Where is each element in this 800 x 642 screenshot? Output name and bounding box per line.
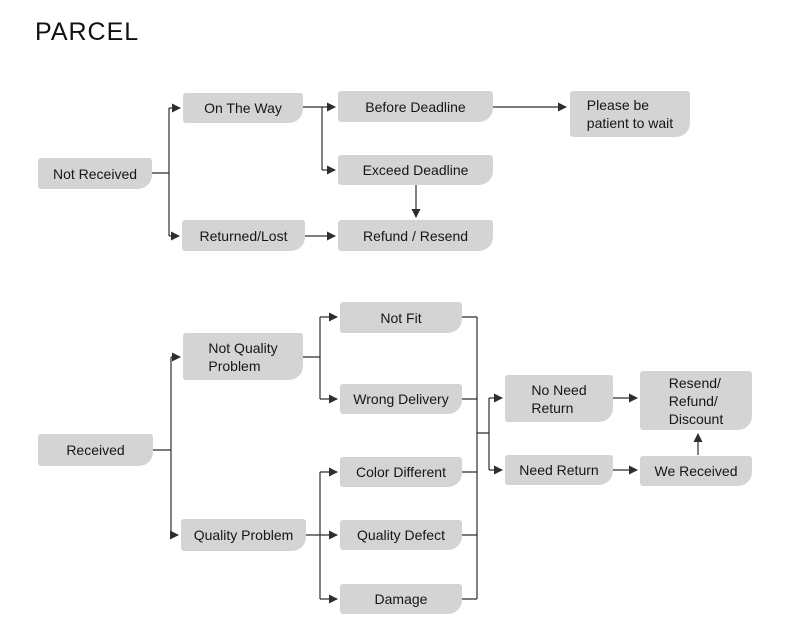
node-before-deadline: Before Deadline — [338, 91, 493, 122]
node-label: Color Different — [355, 464, 446, 480]
node-not-quality-problem: Not Quality Problem — [183, 333, 303, 380]
node-wrong-delivery: Wrong Delivery — [340, 384, 462, 414]
node-not-received: Not Received — [38, 158, 152, 189]
node-damage: Damage — [340, 584, 462, 614]
node-label: We Received — [654, 463, 738, 479]
node-label: No Need Return — [531, 381, 587, 416]
node-received: Received — [38, 434, 153, 466]
node-label: Quality Defect — [357, 527, 445, 543]
connector-received-trunk — [153, 357, 172, 535]
node-color-different: Color Different — [340, 457, 462, 487]
node-label: Wrong Delivery — [353, 391, 449, 407]
node-exceed-deadline: Exceed Deadline — [338, 155, 493, 185]
node-label: Not Fit — [380, 309, 422, 326]
page-title: PARCEL — [35, 18, 140, 46]
node-please-wait: Please be patient to wait — [570, 91, 690, 137]
connector-collector — [462, 316, 490, 600]
node-label: Returned/Lost — [199, 227, 288, 244]
node-we-received: We Received — [640, 456, 752, 486]
node-refund-resend: Refund / Resend — [338, 220, 493, 251]
node-label: On The Way — [204, 100, 282, 116]
node-label: Resend/ Refund/ Discount — [668, 374, 724, 427]
node-label: Damage — [374, 591, 428, 607]
connector-not-received-trunk — [152, 108, 170, 236]
node-label: Refund / Resend — [362, 227, 469, 244]
connector-not-quality-trunk — [303, 317, 321, 399]
node-resend-refund-discount: Resend/ Refund/ Discount — [640, 371, 752, 430]
node-label: Please be patient to wait — [586, 97, 674, 131]
node-quality-problem: Quality Problem — [181, 519, 306, 551]
node-need-return: Need Return — [505, 455, 613, 485]
node-returned-lost: Returned/Lost — [182, 220, 305, 251]
node-label: Not Quality Problem — [208, 339, 278, 374]
node-label: Quality Problem — [193, 527, 294, 543]
node-no-need-return: No Need Return — [505, 375, 613, 422]
node-label: Not Received — [52, 165, 138, 182]
node-label: Before Deadline — [365, 98, 466, 115]
node-on-the-way: On The Way — [183, 93, 303, 123]
node-not-fit: Not Fit — [340, 302, 462, 333]
node-quality-defect: Quality Defect — [340, 520, 462, 550]
node-label: Need Return — [519, 462, 599, 478]
node-label: Received — [66, 442, 125, 458]
node-label: Exceed Deadline — [362, 162, 469, 178]
